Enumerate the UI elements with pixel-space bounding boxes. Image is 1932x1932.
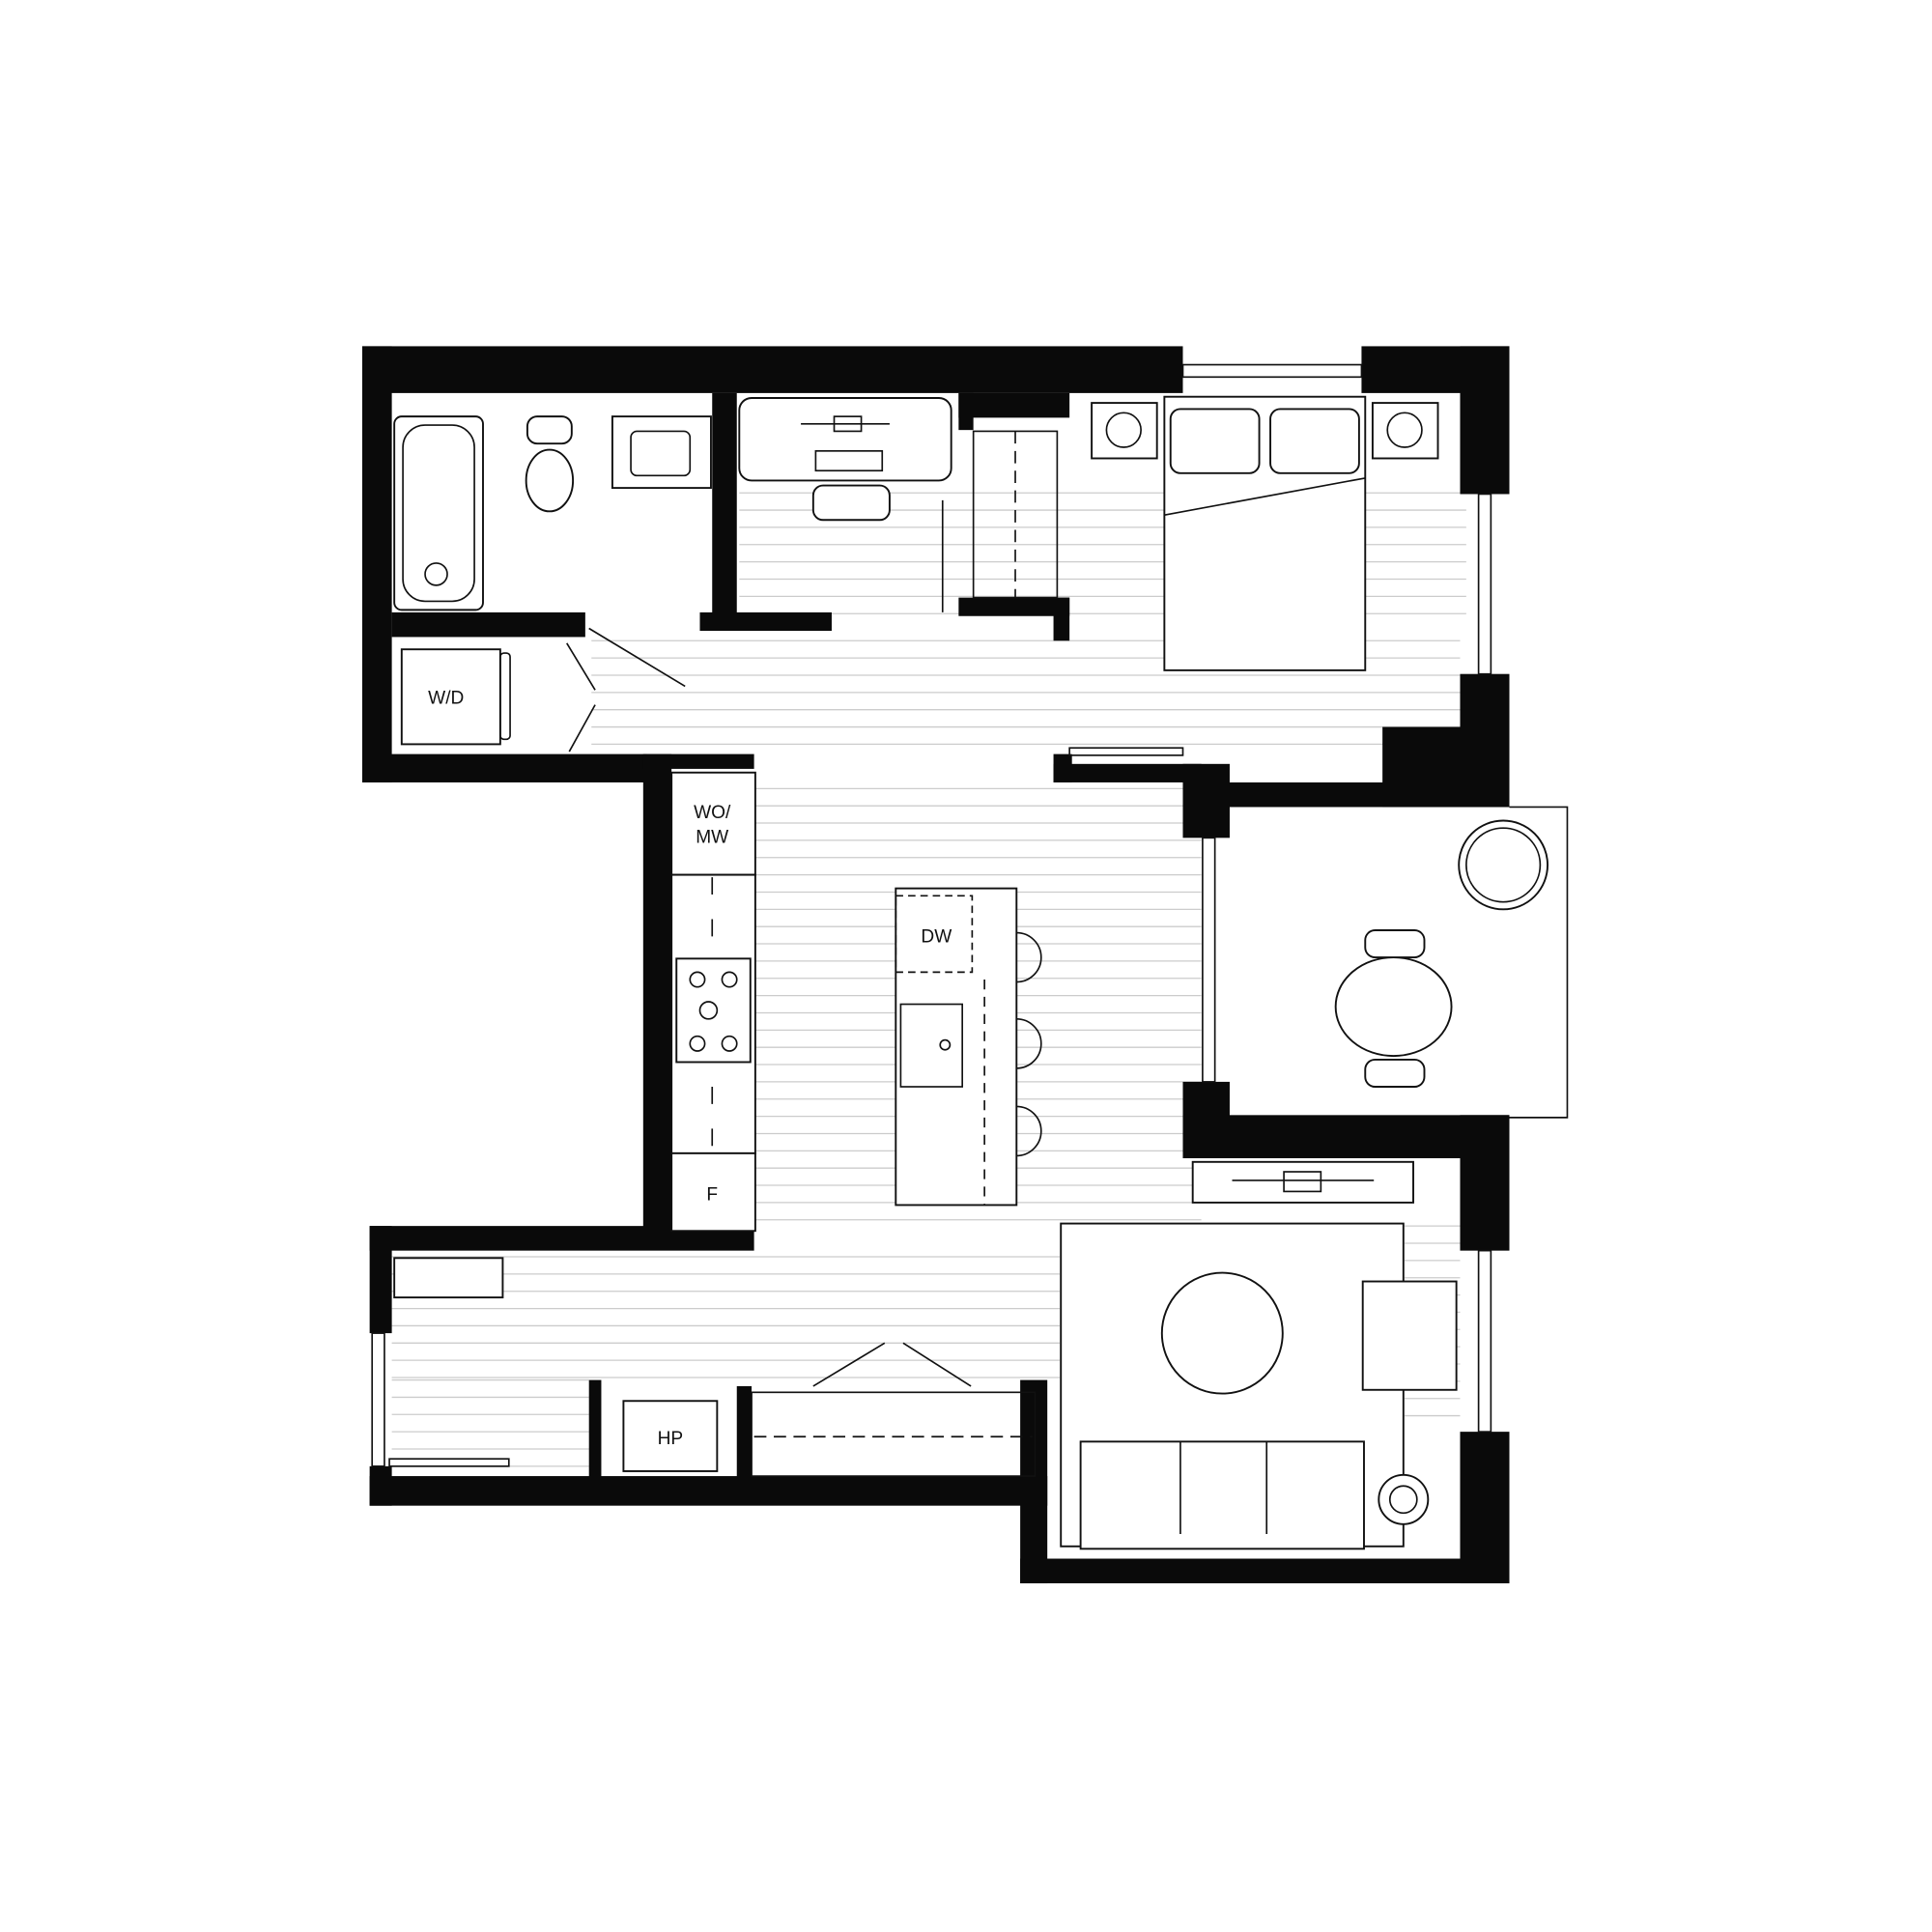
lamp-icon — [1386, 412, 1423, 448]
fridge — [670, 1151, 756, 1233]
chair — [1364, 1058, 1426, 1088]
chair — [1364, 929, 1426, 959]
stools — [1016, 931, 1042, 1157]
windows — [371, 363, 1569, 1467]
wall-oven-label-1: WO/ — [694, 803, 731, 823]
island — [895, 887, 1018, 1207]
living-room — [1060, 1160, 1458, 1550]
dishwasher — [895, 895, 974, 974]
door[interactable] — [812, 1342, 886, 1387]
kitchen: WO/ MW F DW — [670, 771, 1042, 1233]
dining — [1334, 819, 1548, 1088]
bathroom — [393, 415, 712, 611]
sliding-door[interactable] — [388, 1458, 510, 1467]
vanity-sink — [611, 415, 712, 490]
cooktop — [675, 957, 752, 1064]
sliding-door[interactable] — [1068, 747, 1184, 756]
dishwasher-label: DW — [921, 927, 952, 948]
den — [738, 397, 1059, 612]
bedroom — [1068, 395, 1439, 756]
nightstand — [1371, 402, 1439, 460]
drain-icon — [424, 562, 448, 586]
closet — [751, 1391, 1037, 1477]
wall-oven-label-2: MW — [696, 827, 728, 847]
door[interactable] — [902, 1342, 972, 1387]
desk — [738, 397, 952, 482]
coffee-table — [1160, 1271, 1284, 1395]
lamp-icon — [1378, 1473, 1430, 1525]
sofa — [1079, 1440, 1365, 1550]
entry: HP — [388, 1257, 1037, 1477]
floor-lines — [391, 492, 1466, 1467]
armchair — [1361, 1280, 1458, 1391]
heat-pump-label: HP — [658, 1429, 684, 1449]
sink — [899, 1003, 964, 1088]
washer-dryer-label: W/D — [428, 688, 464, 708]
heat-pump — [622, 1400, 719, 1472]
chair — [811, 484, 891, 522]
tv-console — [1191, 1160, 1414, 1204]
plant-icon — [1458, 819, 1548, 911]
nightstand — [1091, 402, 1158, 460]
bathtub — [393, 415, 484, 611]
washer-dryer: W/D — [400, 627, 686, 753]
fridge-label: F — [706, 1184, 718, 1205]
door[interactable] — [588, 627, 686, 688]
bench — [393, 1257, 504, 1299]
dining-table — [1334, 956, 1453, 1058]
wall-oven — [670, 771, 756, 876]
lamp-icon — [1105, 412, 1142, 448]
toilet — [525, 448, 575, 513]
